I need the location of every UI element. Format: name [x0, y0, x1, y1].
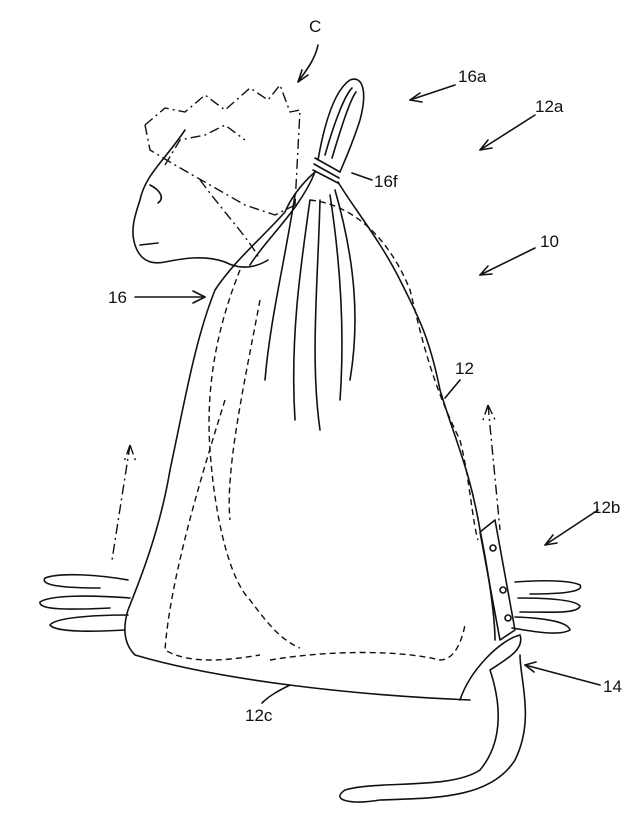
bag-neck-tie [312, 78, 365, 184]
paws [39, 573, 582, 634]
strap-buckle [479, 519, 516, 641]
tail [339, 634, 527, 803]
bag-body [124, 171, 496, 701]
animal-head-outline [132, 83, 301, 268]
leader-arrows [134, 44, 601, 704]
motion-arrows [111, 404, 501, 561]
label-16f: 16f [374, 172, 398, 191]
label-14: 14 [603, 677, 622, 696]
label-16a: 16a [458, 67, 487, 86]
label-12c: 12c [245, 706, 273, 725]
label-12b: 12b [592, 498, 620, 517]
label-16: 16 [108, 288, 127, 307]
label-12a: 12a [535, 97, 564, 116]
label-10: 10 [540, 232, 559, 251]
label-12: 12 [455, 359, 474, 378]
label-c: C [309, 17, 321, 36]
